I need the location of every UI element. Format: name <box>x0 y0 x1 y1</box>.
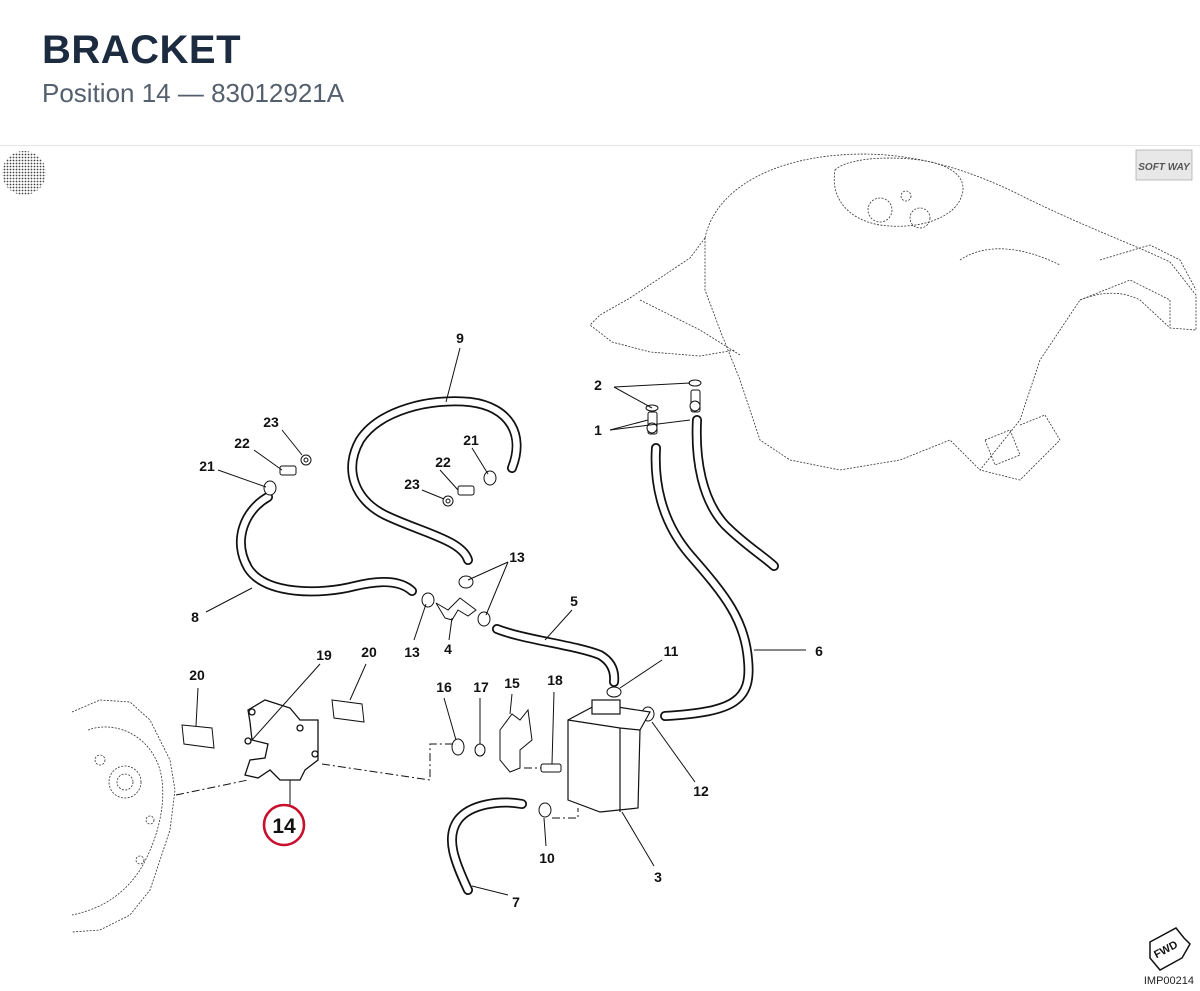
bracket-part-14 <box>244 699 319 781</box>
parts-diagram: SOFT WAY <box>2 149 1197 987</box>
callout-21-middle: 21 <box>463 432 479 448</box>
callout-21-left: 21 <box>199 458 215 474</box>
callout-6: 6 <box>815 643 823 659</box>
softway-logo: SOFT WAY <box>1135 149 1193 181</box>
header: BRACKET Position 14 — 83012921A <box>0 0 1200 146</box>
fuel-tank-outline <box>589 153 1197 481</box>
callout-9: 9 <box>456 330 464 346</box>
callout-5: 5 <box>570 593 578 609</box>
callout-20-left: 20 <box>189 667 205 683</box>
callout-20-right: 20 <box>361 644 377 660</box>
leader-lines <box>195 347 806 896</box>
callout-18: 18 <box>547 672 563 688</box>
callout-7: 7 <box>512 894 520 910</box>
callout-12: 12 <box>693 783 709 799</box>
callout-labels: 1 2 3 4 5 6 7 8 9 10 11 12 13 13 15 16 1… <box>189 330 823 910</box>
highlight-position-14: 14 <box>262 803 306 847</box>
highlight-circle <box>262 803 306 847</box>
page-title: BRACKET <box>42 28 242 72</box>
fwd-arrow: FWD <box>1149 927 1191 971</box>
callout-23-middle: 23 <box>404 476 420 492</box>
callout-15: 15 <box>504 675 520 691</box>
callout-2: 2 <box>594 377 602 393</box>
callout-19: 19 <box>316 647 332 663</box>
callout-10: 10 <box>539 850 555 866</box>
callout-11: 11 <box>664 643 679 659</box>
callout-13-right: 13 <box>509 549 525 565</box>
page-subtitle: Position 14 — 83012921A <box>42 78 345 108</box>
fittings <box>181 379 702 818</box>
callout-22-middle: 22 <box>435 454 451 470</box>
callout-8: 8 <box>191 609 199 625</box>
crankcase-outline <box>71 699 176 933</box>
highlight-label: 14 <box>272 815 296 838</box>
assembly-lines <box>175 743 579 819</box>
callout-17: 17 <box>473 679 489 695</box>
halftone-logo <box>2 151 46 195</box>
header-divider <box>0 145 1200 146</box>
canister <box>567 699 651 813</box>
callout-3: 3 <box>654 869 662 885</box>
callout-22-left: 22 <box>234 435 250 451</box>
callout-13-left: 13 <box>404 644 420 660</box>
image-code: IMP00214 <box>1144 975 1194 987</box>
callout-23-left: 23 <box>263 414 279 430</box>
callout-16: 16 <box>436 679 452 695</box>
callout-4: 4 <box>444 641 452 657</box>
hoses <box>235 396 779 895</box>
callout-1: 1 <box>594 422 602 438</box>
softway-logo-text: SOFT WAY <box>1138 162 1191 173</box>
